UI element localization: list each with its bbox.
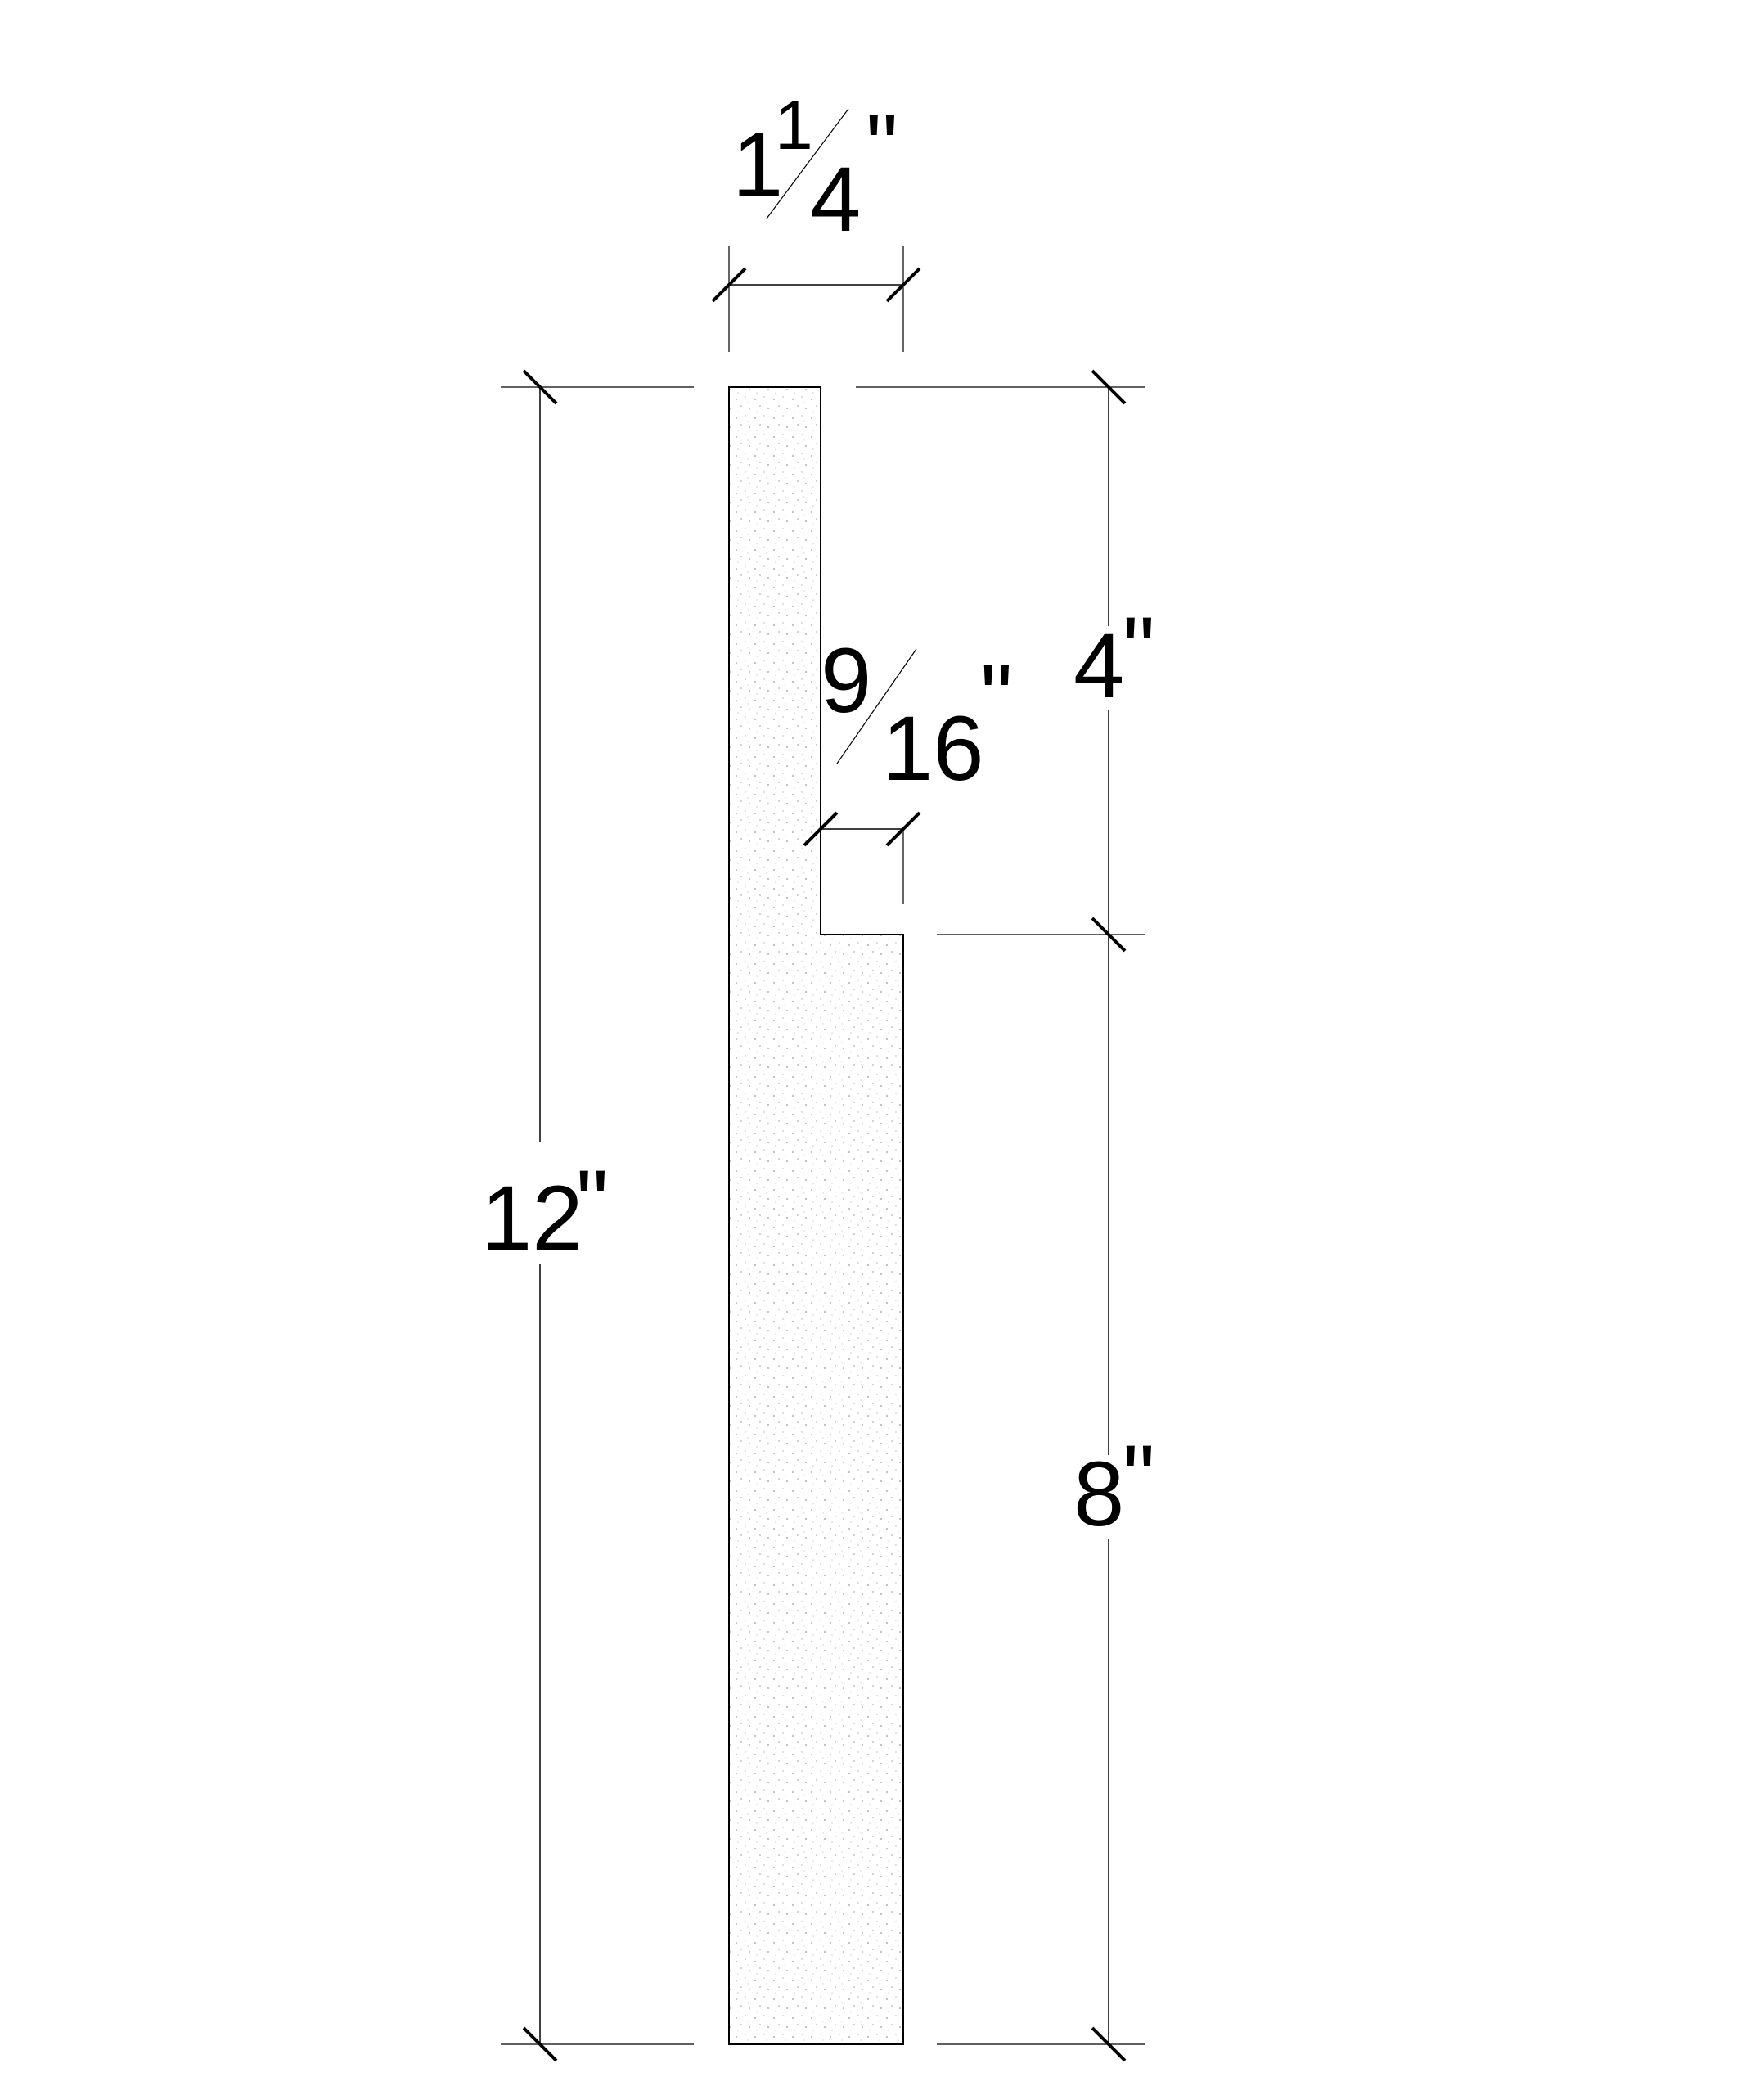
lip-width-numerator: 9 bbox=[821, 629, 871, 732]
bottom-segment-unit: " bbox=[1123, 1426, 1155, 1529]
tick-mark-lip-left bbox=[803, 811, 839, 847]
tick-mark-top bbox=[522, 369, 558, 405]
fraction-slash bbox=[766, 108, 849, 219]
tick-mark-bottom-right bbox=[1091, 2026, 1127, 2062]
top-segment-unit: " bbox=[1123, 598, 1155, 701]
tick-mark-left bbox=[711, 267, 747, 303]
lip-width-dimension bbox=[803, 648, 921, 904]
fraction-slash-lip bbox=[836, 648, 917, 764]
top-segment-value: 4 bbox=[1073, 615, 1124, 717]
lip-width-unit: " bbox=[980, 646, 1013, 748]
overall-height-dimension bbox=[501, 369, 694, 2062]
overall-width-unit: " bbox=[866, 96, 898, 198]
segment-height-dimensions bbox=[856, 369, 1145, 2062]
tick-mark-bottom bbox=[522, 2026, 558, 2062]
bottom-segment-value: 8 bbox=[1073, 1443, 1124, 1545]
tick-mark-lip-right bbox=[885, 811, 921, 847]
overall-height-value: 12 bbox=[481, 1167, 583, 1269]
tick-mark-top-right bbox=[1091, 369, 1127, 405]
molding-profile bbox=[728, 386, 904, 2045]
overall-width-denominator: 4 bbox=[810, 148, 861, 250]
overall-height-unit: " bbox=[576, 1151, 609, 1254]
tick-mark-middle-right bbox=[1091, 917, 1127, 953]
tick-mark-right bbox=[885, 267, 921, 303]
overall-width-whole: 1 bbox=[732, 114, 783, 216]
overall-width-dimension bbox=[711, 108, 921, 352]
overall-width-numerator: 1 bbox=[775, 87, 813, 164]
lip-width-denominator: 16 bbox=[882, 697, 984, 800]
